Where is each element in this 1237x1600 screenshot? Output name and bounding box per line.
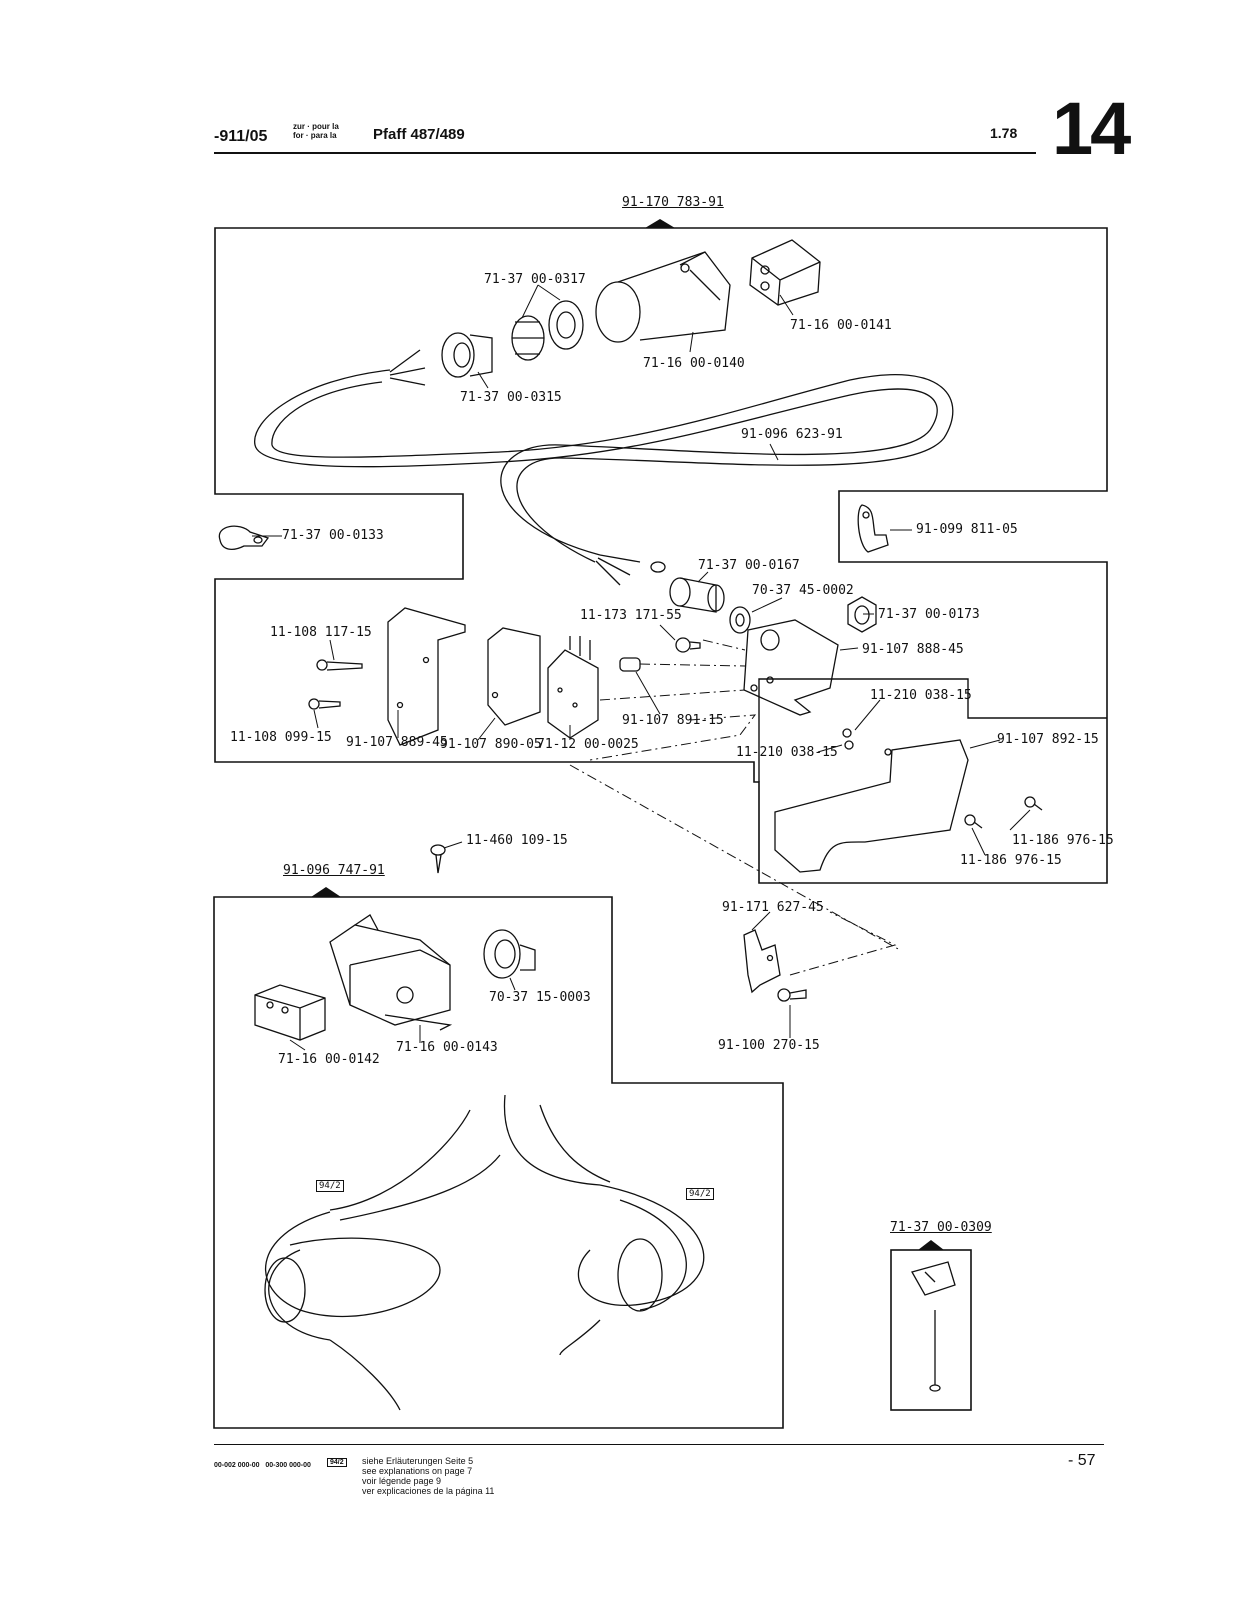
explanation-es: ver explicaciones de la página 11 [362,1486,495,1496]
footer-explanations: siehe Erläuterungen Seite 5 see explanat… [362,1456,494,1496]
preposition-line-2: for · para la [293,131,337,140]
lower-cable-harness [264,1094,705,1411]
part-label: 71-12 00-0025 [537,737,639,752]
part-label: 91-107 888-45 [862,642,964,657]
footer-code-b: 00-300 000-00 [265,1462,311,1469]
long-screw-icon [316,659,363,671]
part-label: 11-460 109-15 [466,833,568,848]
wood-screw-icon [430,844,446,874]
top-group-marker [645,219,675,228]
plate-screw-1-icon [842,728,854,750]
part-label: 11-186 976-15 [960,853,1062,868]
part-label: 91-107 892-15 [997,732,1099,747]
part-label: 91-107 891-15 [622,713,724,728]
nail-icon [929,1310,941,1392]
connector-hood-icon [595,251,731,343]
part-label: 70-37 15-0003 [489,990,591,1005]
footer-reference-box: 94/2 [327,1458,347,1467]
lower-group-marker [311,887,341,897]
part-label: 71-16 00-0140 [643,356,745,371]
thumb-screw-a-icon [964,814,983,829]
short-screw-icon [308,698,341,710]
model-code: -911/05 [214,128,268,145]
plate-subframe [758,678,1107,782]
part-label: 11-108 099-15 [230,730,332,745]
preposition-labels: zur · pour la for · para la [293,122,339,140]
explanation-fr: voir légende page 9 [362,1476,442,1486]
part-label: 71-37 00-0133 [282,528,384,543]
small-screw-icon [675,637,701,653]
cord-clip-icon [911,1261,956,1296]
part-label: 11-173 171-55 [580,608,682,623]
part-label: 91-099 811-05 [916,522,1018,537]
washer-icon [729,606,751,634]
part-label: 70-37 45-0002 [752,583,854,598]
explanation-de: siehe Erläuterungen Seite 5 [362,1456,474,1466]
part-label: 11-210 038-15 [736,745,838,760]
footer-codes: 00-002 000-00 00-300 000-00 [214,1462,311,1469]
part-label: 11-186 976-15 [1012,833,1114,848]
cable-clip-icon [218,525,270,551]
thumb-screw-b-icon [1024,796,1043,811]
part-label: 91-096 623-91 [741,427,843,442]
connector-insert-icon [749,239,821,306]
part-label: 71-37 00-0315 [460,390,562,405]
edition-date: 1.78 [990,125,1018,141]
plug-insert-icon [254,984,326,1041]
part-label: 91-171 627-45 [722,900,824,915]
cable-gland-icon [669,577,725,613]
leader-lines [252,284,1031,1051]
gland-nut-icon [441,332,493,378]
footer-code-a: 00-002 000-00 [214,1462,260,1469]
microswitch-icon [547,636,599,739]
lower-assembly-frame [213,896,784,1429]
part-label: 91-107 889-45 [346,735,448,750]
reference-box: 94/2 [316,1180,344,1192]
main-cable [254,369,954,563]
base-plate-icon [774,739,969,873]
clamp-insert-icon [511,315,545,361]
reference-box: 94/2 [686,1188,714,1200]
assembly-dash-lines [569,639,901,976]
part-label: 71-37 00-0173 [878,607,980,622]
page-number: - 57 [1068,1452,1096,1469]
spacer-sleeve-icon [619,657,641,672]
cable-end-wires-bottom [595,554,666,586]
header-rule [214,152,1036,154]
part-label: 71-16 00-0142 [278,1052,380,1067]
part-label: 71-37 00-0167 [698,558,800,573]
mounting-bracket-icon [743,619,839,716]
part-label: 91-107 890-05 [440,737,542,752]
cover-plate-icon [387,607,466,746]
section-number: 14 [1052,87,1131,170]
part-label: 11-210 038-15 [870,688,972,703]
preposition-line-1: zur · pour la [293,122,339,131]
part-label: 91-100 270-15 [718,1038,820,1053]
cable-end-wires-top [389,349,426,386]
connector-housing-icon [329,914,453,1031]
latch-bracket-icon [743,929,807,1002]
explanation-en: see explanations on page 7 [362,1466,473,1476]
rubber-grommet-icon [483,929,536,979]
seal-ring-icon [548,300,584,350]
part-label: 71-16 00-0141 [790,318,892,333]
hex-nut-icon [847,596,877,633]
top-assembly-frame [214,227,1108,884]
lower-assembly-number: 91-096 747-91 [283,863,385,878]
top-assembly-number: 91-170 783-91 [622,195,724,210]
part-label: 11-108 117-15 [270,625,372,640]
switch-cover-icon [487,627,541,726]
machine-title: Pfaff 487/489 [373,126,465,143]
p-clip-icon [857,504,889,553]
small-assembly-number: 71-37 00-0309 [890,1220,992,1235]
footer-rule [214,1444,1104,1445]
part-label: 71-16 00-0143 [396,1040,498,1055]
part-label: 71-37 00-0317 [484,272,586,287]
small-group-marker [918,1240,944,1250]
